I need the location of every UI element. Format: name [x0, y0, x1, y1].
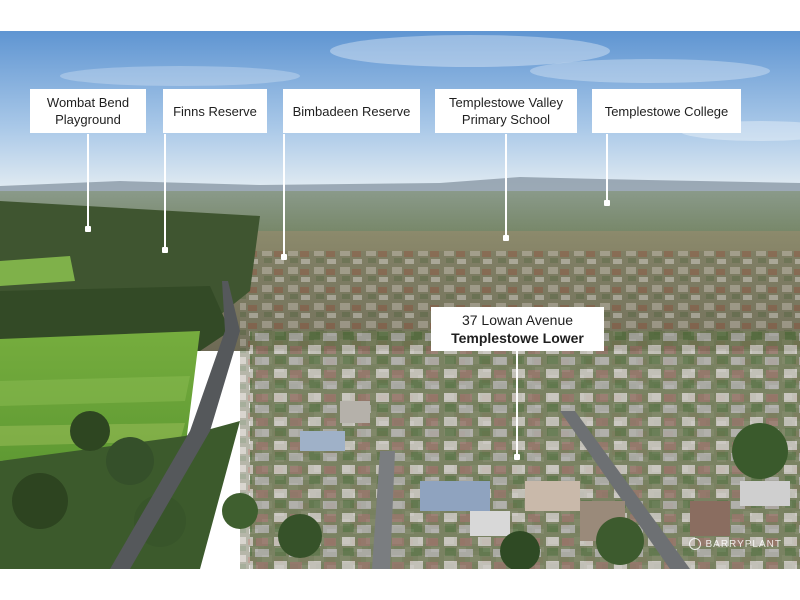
landmark-pin-wombat-bend	[85, 134, 91, 232]
landmark-pin-bimbadeen-reserve	[281, 134, 287, 260]
property-street-address: 37 Lowan Avenue	[461, 312, 574, 328]
landmark-label-text: Bimbadeen Reserve	[292, 103, 411, 119]
property-pin	[514, 351, 520, 460]
landmark-label-finns-reserve: Finns Reserve	[163, 89, 267, 133]
landmark-label-wombat-bend: Wombat Bend Playground	[30, 89, 146, 133]
landmark-pin-templestowe-valley-ps	[503, 134, 509, 241]
property-address-label: 37 Lowan Avenue Templestowe Lower	[431, 307, 604, 351]
agency-watermark-text: BARRYPLANT	[705, 538, 782, 550]
landmark-pin-finns-reserve	[162, 134, 168, 253]
landmark-pin-templestowe-college	[604, 134, 610, 206]
landmark-label-templestowe-valley-ps: Templestowe Valley Primary School	[435, 89, 577, 133]
landmark-label-text: Templestowe Valley Primary School	[449, 95, 563, 127]
agency-logo-icon	[689, 538, 702, 550]
aerial-photo	[0, 31, 800, 569]
landmark-label-bimbadeen-reserve: Bimbadeen Reserve	[283, 89, 420, 133]
property-suburb: Templestowe Lower	[451, 330, 584, 346]
agency-watermark: BARRYPLANT	[689, 538, 782, 550]
landmark-label-templestowe-college: Templestowe College	[592, 89, 741, 133]
landmark-label-text: Finns Reserve	[173, 103, 257, 119]
landmark-label-text: Wombat Bend Playground	[46, 95, 130, 127]
landmark-label-text: Templestowe College	[604, 103, 729, 119]
